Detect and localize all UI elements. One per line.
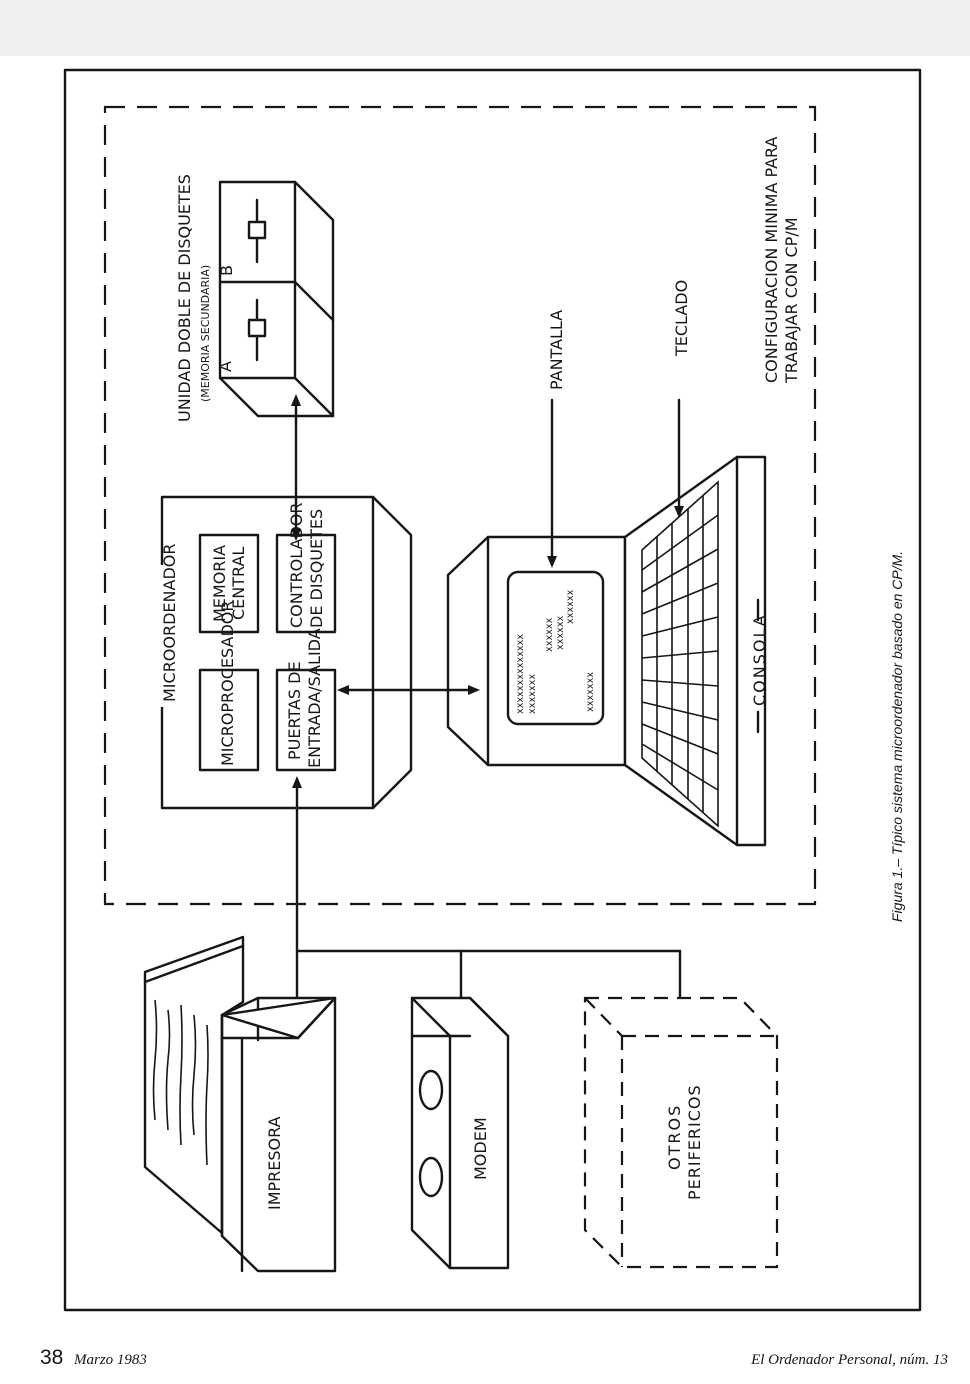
magazine-issue: El Ordenador Personal, núm. 13 <box>751 1352 948 1368</box>
figure-frame <box>63 68 922 1312</box>
disk-controller-label-2: DE DISQUETES <box>307 509 326 628</box>
screen-text-1b: xxxxxxx <box>527 674 538 714</box>
disk-controller-box <box>275 533 337 634</box>
other-peripherals-label-2: PERIFERICOS <box>685 1084 704 1200</box>
screen-text-1a: xxxxxxxxxxxxxx <box>515 634 526 714</box>
io-ports-box <box>275 668 337 772</box>
config-label-2: TRABAJAR CON CP/M <box>782 217 801 384</box>
keyboard-keys <box>641 480 719 828</box>
figure-caption: Figura 1.– Típico sistema microordenador… <box>889 551 905 922</box>
central-memory-label-1: MEMORIA <box>210 545 229 622</box>
printer-label: IMPRESORA <box>265 1116 284 1210</box>
scan-margin <box>0 0 970 56</box>
config-label-1: CONFIGURACION MINIMA PARA <box>762 136 781 383</box>
modem-mic-icon <box>418 1156 444 1198</box>
disk-unit-subtitle: (MEMORIA SECUNDARIA) <box>199 265 212 402</box>
keyboard-base <box>623 455 767 847</box>
microcomputer: MICROORDENADOR MEMORIA CENTRAL CONTROLAD… <box>155 495 413 810</box>
disk-controller-label-1: CONTROLADOR <box>287 503 306 628</box>
paper-text-marks <box>152 999 209 1166</box>
central-memory-label-2: CENTRAL <box>229 547 248 620</box>
screen-label: PANTALLA <box>547 310 566 390</box>
console-label: CONSOLA <box>750 613 769 706</box>
other-peripherals: OTROS PERIFERICOS <box>583 996 779 1269</box>
modem-label: MODEM <box>471 1117 490 1180</box>
other-peripherals-label-1: OTROS <box>665 1104 684 1170</box>
modem-speaker-icon <box>418 1069 444 1111</box>
io-ports-label-2: ENTRADA/SALIDA <box>305 628 324 768</box>
microcomputer-title: MICROORDENADOR <box>160 544 179 703</box>
page-number: 38 <box>40 1346 64 1369</box>
screen-text-2a: xxxxxx <box>544 617 555 652</box>
disk-unit-title: UNIDAD DOBLE DE DISQUETES <box>175 174 194 422</box>
screen-text-4: xxxxxxx <box>585 672 596 712</box>
drive-a-slot-icon <box>247 298 267 362</box>
microprocessor-label: MICROPROCESADOR <box>218 601 237 766</box>
modem: MODEM <box>410 996 510 1270</box>
minimal-config-boundary <box>103 105 817 906</box>
screen-text-2b: xxxxxx <box>555 615 566 650</box>
io-ports-label-1: PUERTAS DE <box>285 661 304 760</box>
microprocessor-box <box>198 668 260 772</box>
drive-b-slot-icon <box>247 198 267 264</box>
printer: IMPRESORA <box>143 935 337 1273</box>
issue-date: Marzo 1983 <box>74 1352 147 1368</box>
screen-text-3: xxxxxx <box>565 589 576 624</box>
screen <box>506 570 605 726</box>
console: xxxxxxxxxxxxxx xxxxxxx xxxxxx xxxxxx xxx… <box>446 280 769 847</box>
connections <box>291 394 685 1028</box>
drive-a-label: A <box>216 361 235 372</box>
disk-unit: A B UNIDAD DOBLE DE DISQUETES (MEMORIA S… <box>175 174 335 422</box>
drive-b-label: B <box>217 265 236 276</box>
keyboard-label: TECLADO <box>672 280 691 357</box>
central-memory-box <box>198 533 260 634</box>
